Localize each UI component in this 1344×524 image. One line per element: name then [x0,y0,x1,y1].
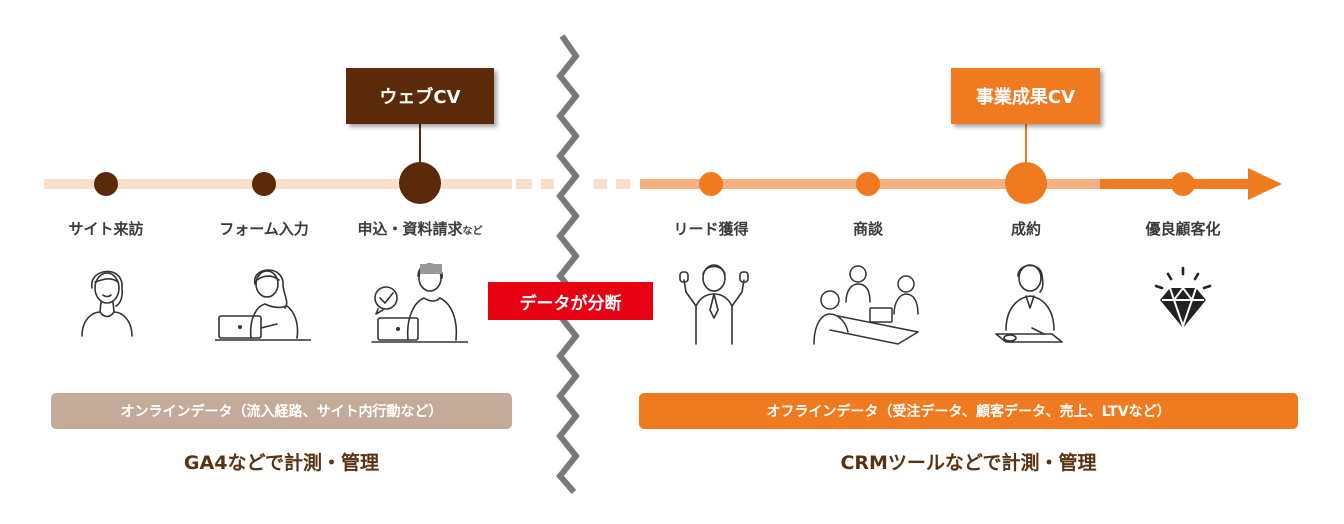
data-split-label: データが分断 [488,282,653,320]
stage-dot-form-input [252,172,276,196]
stage-dot-application [399,162,441,204]
timeline-arrowhead [1248,168,1282,200]
woman-portrait-icon [81,270,133,337]
stage-label-form-input: フォーム入力 [219,220,309,238]
stage-label-negotiation: 商談 [852,220,883,238]
diamond-icon [1154,266,1212,330]
stage-label-lead: リード獲得 [673,220,749,238]
zigzag-divider [556,34,580,494]
stage-label-loyal: 優良顧客化 [1145,220,1221,238]
web-cv-label: ウェブCV [379,87,461,108]
timeline-dashes [516,179,630,189]
online-data-bar: オンラインデータ（流入経路、サイト内行動など） [51,393,512,429]
woman-signing-icon [995,264,1063,343]
stage-dot-negotiation [856,172,880,196]
stage-dot-contract [1005,162,1047,204]
businessman-cheering-icon [679,264,749,345]
offline-data-bar-text: オフラインデータ（受注データ、顧客データ、売上、LTVなど） [766,404,1171,420]
offline-tool-text: CRMツールなどで計測・管理 [840,452,1097,474]
woman-laptop-icon [215,269,311,341]
online-timeline-line [44,179,512,189]
stage-label-site-visit: サイト来訪 [68,220,144,238]
offline-data-bar: オフラインデータ（受注データ、顧客データ、売上、LTVなど） [639,393,1298,429]
business-cv-box: 事業成果CV [951,68,1100,124]
stage-label-application: 申込・資料請求など [357,220,483,238]
stage-dot-site-visit [94,172,118,196]
web-cv-box: ウェブCV [346,68,494,124]
stage-label-contract: 成約 [1010,220,1041,238]
online-tool-text: GA4などで計測・管理 [183,452,380,474]
stage-dot-lead [699,172,723,196]
stage-dot-loyal [1171,172,1195,196]
business-cv-label: 事業成果CV [975,87,1076,108]
woman-laptop-check-icon [371,263,468,343]
stage-label-application-suffix: など [462,226,483,237]
online-data-bar-text: オンラインデータ（流入経路、サイト内行動など） [120,404,443,420]
meeting-table-icon [813,265,919,345]
